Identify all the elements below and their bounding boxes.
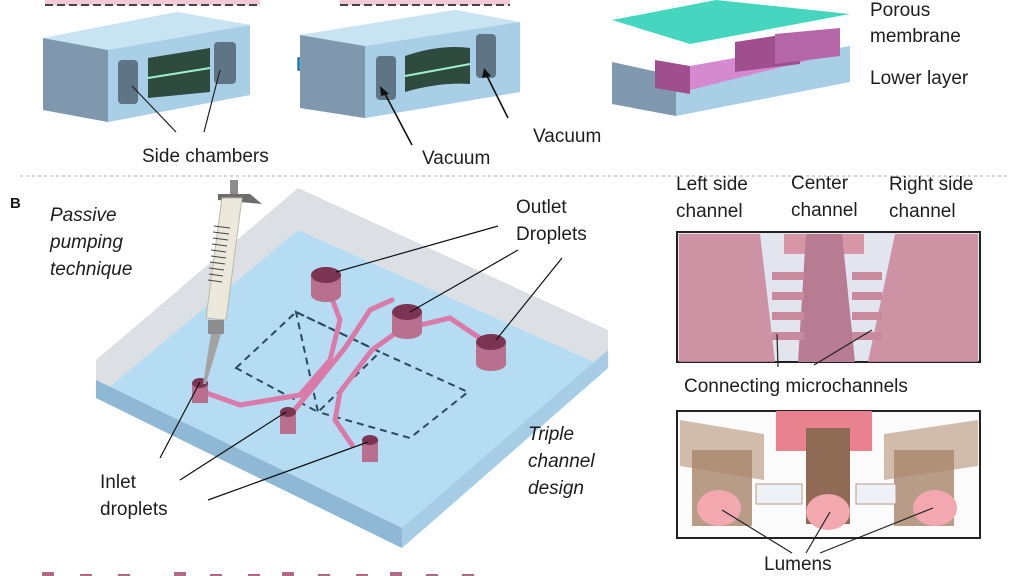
label-connecting: Connecting microchannels [684,376,908,397]
chip-with-vacuum [300,10,520,146]
panel-letter-b: B [10,195,21,212]
label-triple-2: channel [528,451,595,472]
label-left-side-1: Left side [676,174,748,195]
label-outlet-2: Droplets [516,224,587,245]
side-chamber-left [118,60,138,104]
side-chamber-right [214,42,236,84]
porous-membrane-sheet [612,0,850,44]
pipette-icon [203,180,262,384]
label-passive-3: technique [50,259,133,280]
panel-a-header-strip-left [45,0,260,6]
label-right-side-1: Right side [889,174,974,195]
label-inlet-1: Inlet [100,472,136,493]
inlet-reservoir-2 [280,407,296,417]
magnified-view-channels [676,231,981,368]
outlet-reservoir-2 [392,304,422,320]
label-right-side-2: channel [889,201,956,222]
label-lower-layer: Lower layer [870,68,969,89]
label-inlet-2: droplets [100,499,168,520]
label-center-1: Center [791,173,849,194]
chip-with-side-chambers [43,12,250,133]
label-triple-1: Triple [528,424,575,445]
vacuum-chamber-right [476,34,496,78]
exploded-chip [612,0,850,116]
label-porous: Porous [870,0,931,21]
label-lumens: Lumens [764,554,832,575]
label-passive-1: Passive [50,205,117,226]
magnified-view-lumens [676,410,981,554]
panel-a-header-strip-right [340,0,510,6]
membrane-edge [147,67,211,79]
reservoirs [192,267,506,462]
label-vacuum-left: Vacuum [422,148,491,169]
label-center-2: channel [791,200,858,221]
bottom-reservoir-row [42,572,474,576]
label-membrane: membrane [870,26,961,47]
label-vacuum-right: Vacuum [533,126,602,147]
label-triple-3: design [528,478,584,499]
label-passive-2: pumping [50,232,123,253]
outlet-reservoir-3 [476,334,506,350]
label-outlet-1: Outlet [516,197,567,218]
label-side-chambers: Side chambers [142,146,269,167]
label-left-side-2: channel [676,201,743,222]
channels [195,269,493,448]
